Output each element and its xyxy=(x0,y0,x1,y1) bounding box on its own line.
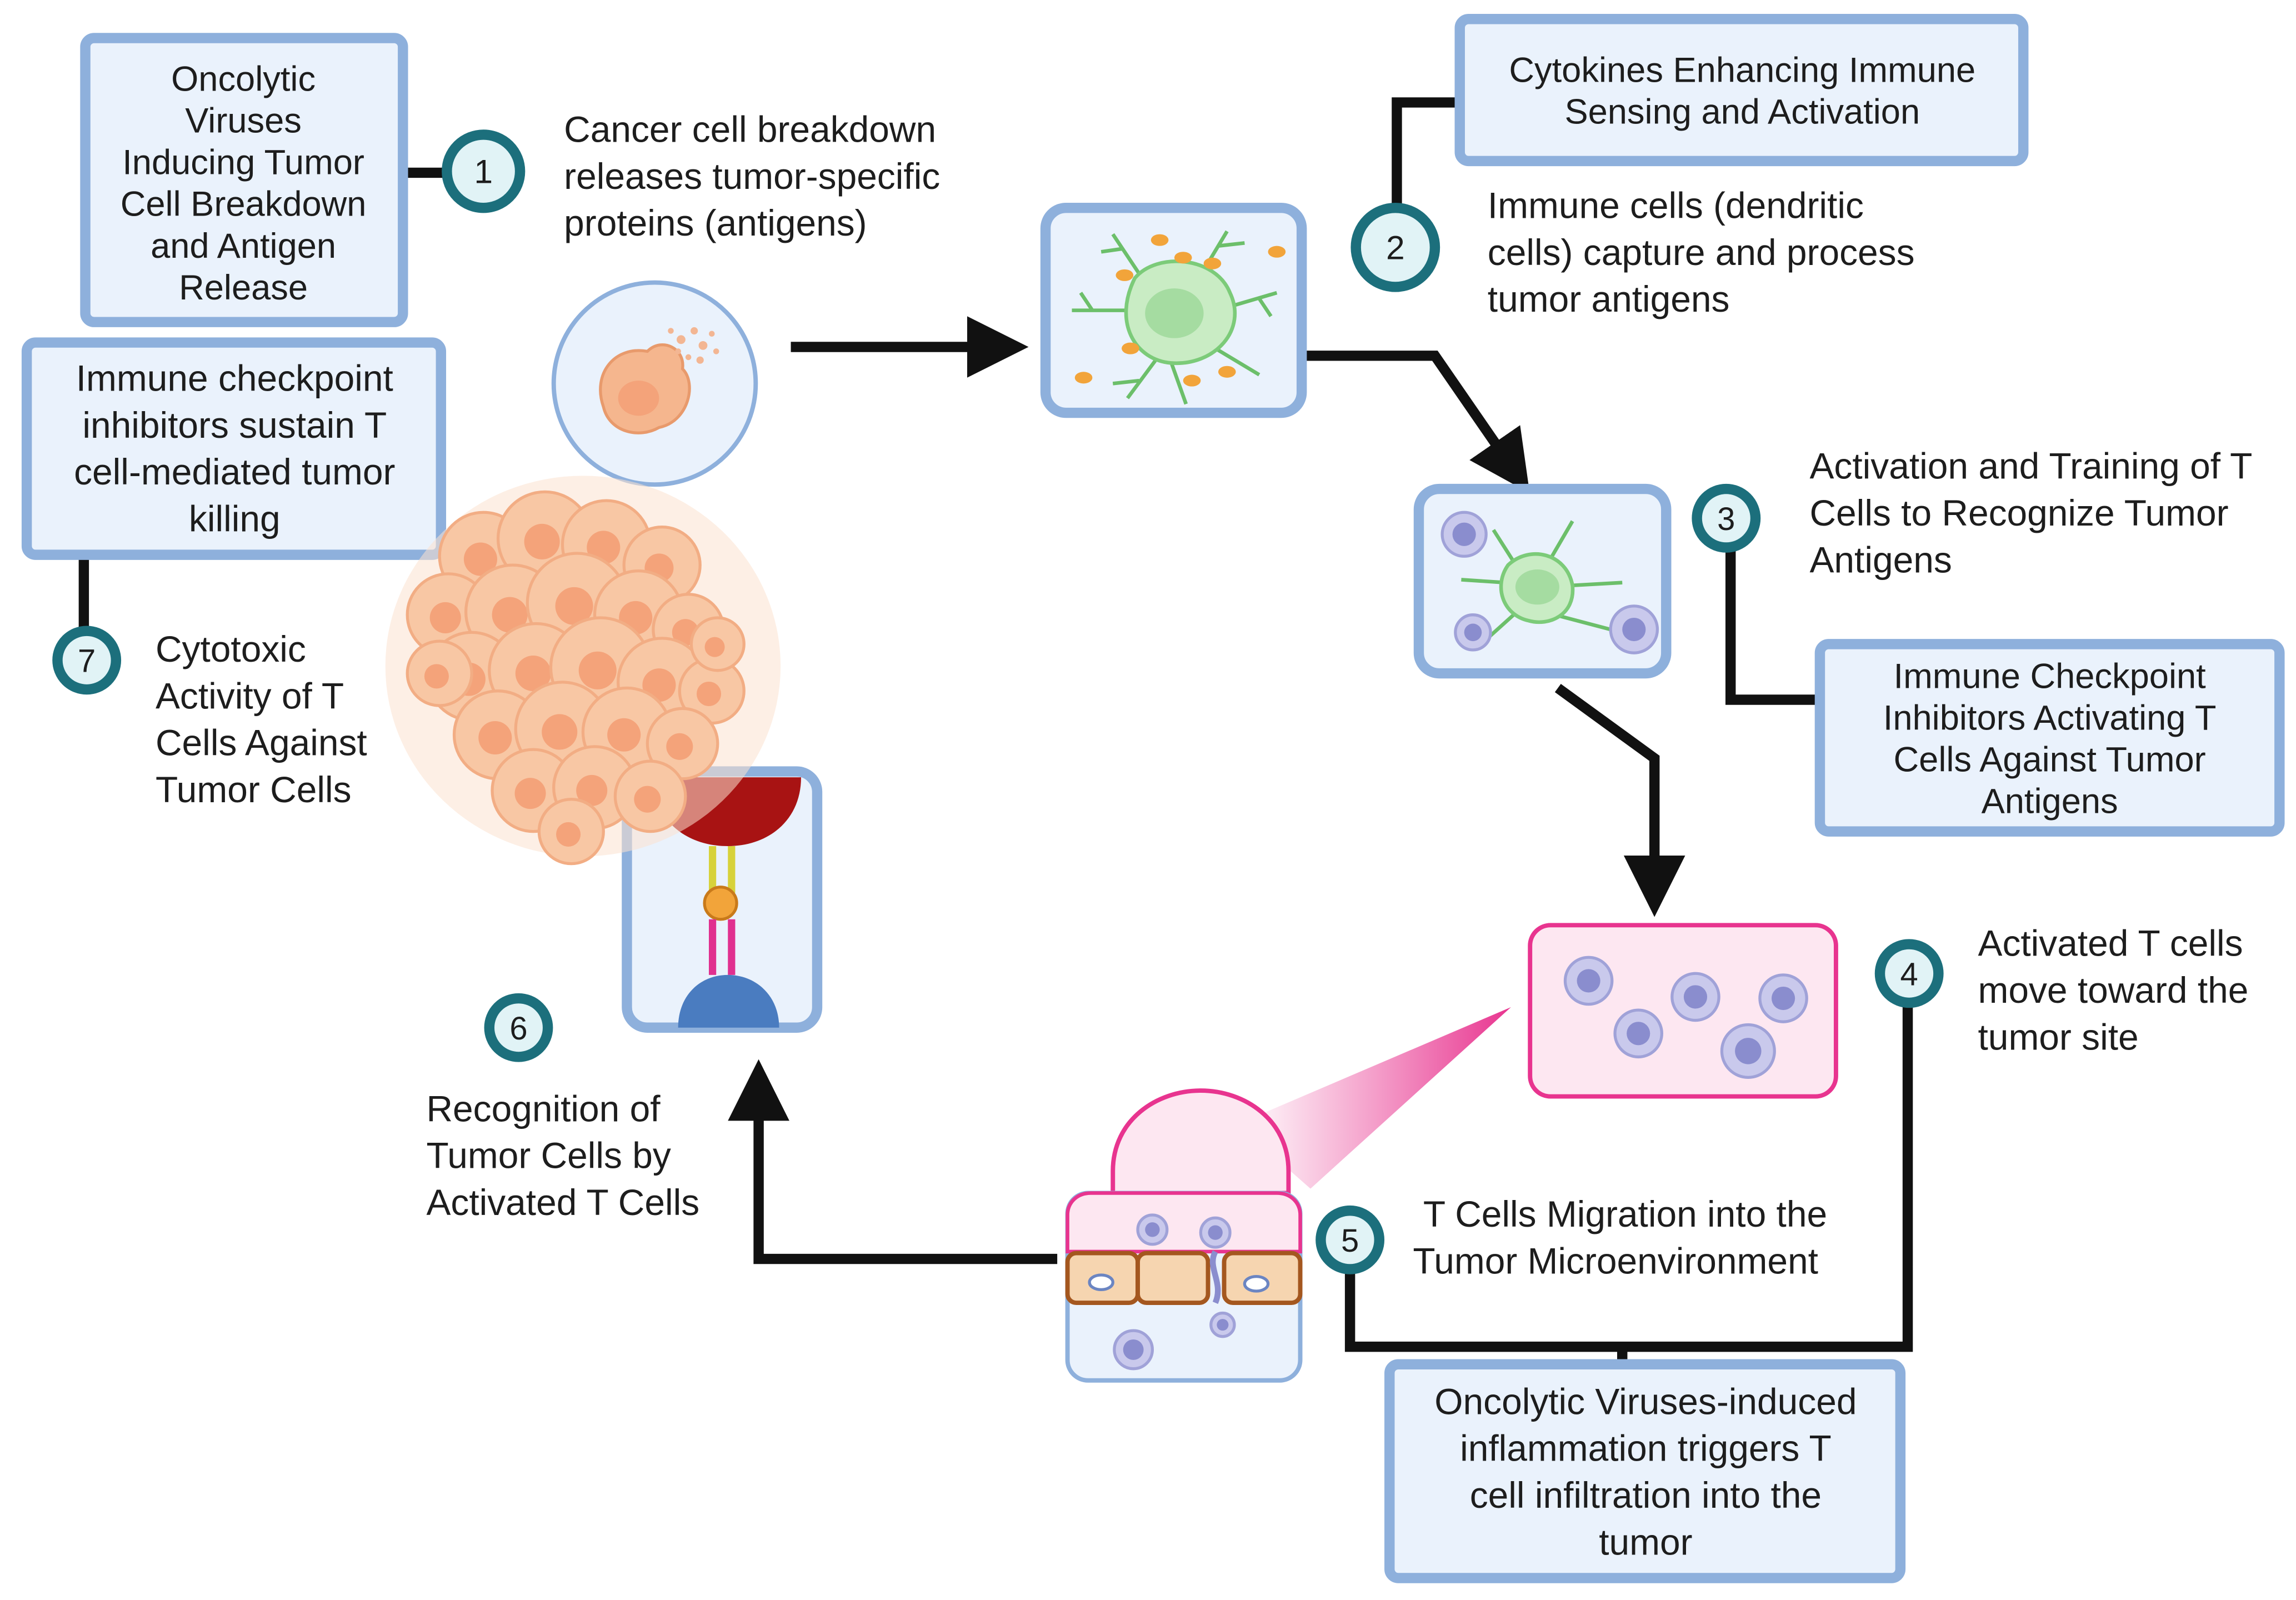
arrow-3-to-4 xyxy=(1554,683,1685,917)
step-number-3: 3 xyxy=(1692,483,1761,553)
svg-text:7: 7 xyxy=(78,643,96,679)
t-cell-cluster-icon xyxy=(1528,923,1838,1099)
t-cell-activation-icon xyxy=(1413,483,1672,679)
connector-2 xyxy=(1392,97,1460,213)
arrow-5-to-6 xyxy=(728,1059,1058,1264)
tumor-mass-icon xyxy=(385,476,781,866)
blood-vessel-icon xyxy=(1065,1088,1303,1383)
step-number-4: 4 xyxy=(1874,939,1944,1008)
step-number-6: 6 xyxy=(484,993,553,1062)
tumor-cell-icon xyxy=(551,280,758,487)
svg-text:4: 4 xyxy=(1900,957,1918,992)
connector-3 xyxy=(1725,547,1820,705)
svg-text:3: 3 xyxy=(1717,502,1735,537)
svg-text:5: 5 xyxy=(1341,1223,1359,1259)
step-number-2: 2 xyxy=(1350,202,1440,292)
step-number-1: 1 xyxy=(442,129,526,213)
connector-4-5 xyxy=(1344,1006,1913,1352)
arrow-2-to-3 xyxy=(1306,351,1530,493)
svg-text:1: 1 xyxy=(474,152,493,190)
svg-text:2: 2 xyxy=(1386,228,1405,266)
dendritic-cell-icon xyxy=(1040,202,1307,418)
svg-text:6: 6 xyxy=(509,1011,527,1047)
step-number-5: 5 xyxy=(1315,1205,1385,1274)
zoom-beam xyxy=(1237,1007,1511,1189)
step-number-7: 7 xyxy=(52,626,122,695)
